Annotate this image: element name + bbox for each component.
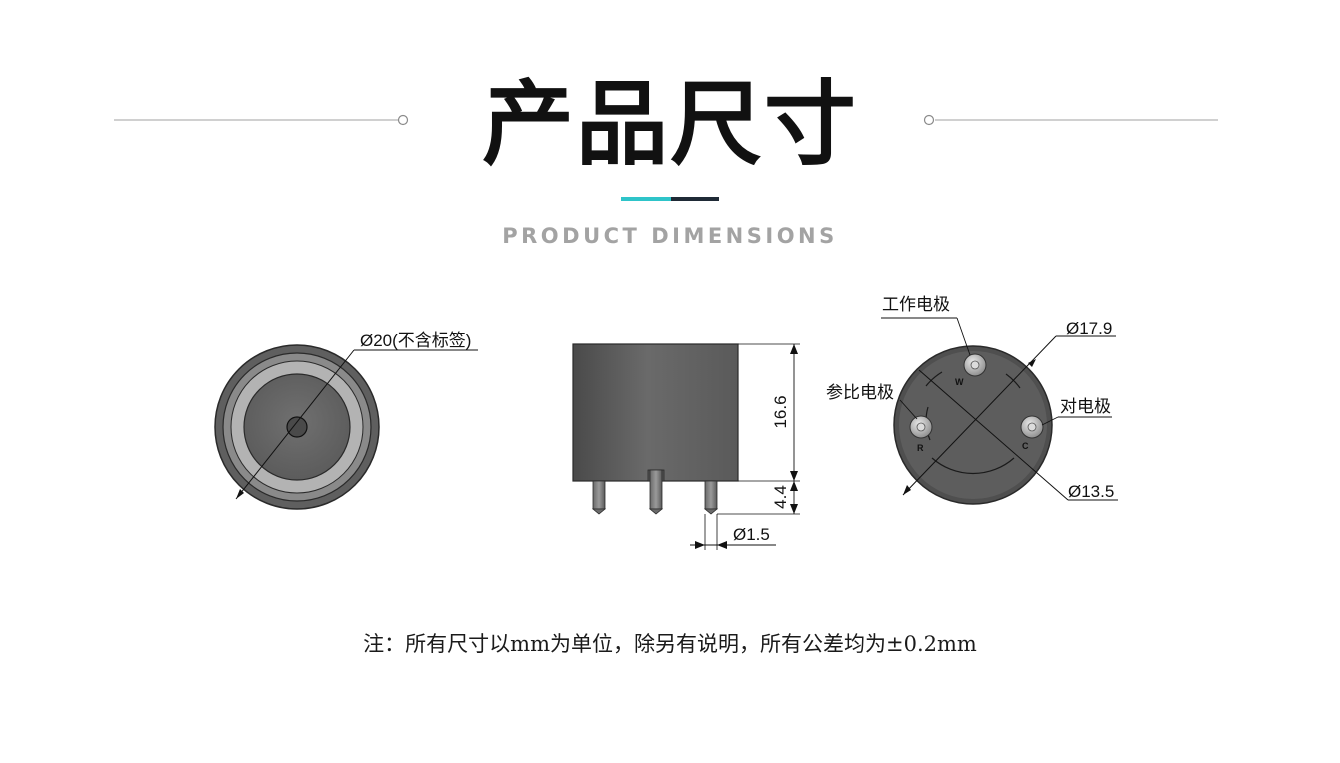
pin-w-label: W xyxy=(955,377,964,387)
tolerance-note: 注：所有尺寸以mm为单位，除另有说明，所有公差均为±0.2mm xyxy=(363,632,977,656)
right-divider-dot xyxy=(923,114,935,126)
header-decoration xyxy=(114,114,1218,201)
page-title: 产品尺寸 xyxy=(481,71,858,178)
outer-diameter-label: Ø17.9 xyxy=(1066,319,1112,338)
side-view xyxy=(572,343,800,550)
pin-length-dimension-label: 4.4 xyxy=(771,485,790,509)
pin-circle-diameter-label: Ø13.5 xyxy=(1068,482,1114,501)
accent-bar-teal xyxy=(621,197,671,201)
top-view-diameter-label: Ø20(不含标签) xyxy=(360,331,471,350)
accent-bar-dark xyxy=(671,197,719,201)
pin-diameter-label: Ø1.5 xyxy=(733,525,770,544)
top-view xyxy=(214,344,478,510)
page-subtitle: PRODUCT DIMENSIONS xyxy=(502,224,838,248)
reference-electrode-label: 参比电极 xyxy=(826,383,894,402)
pin-r-label: R xyxy=(917,443,924,453)
left-divider-dot xyxy=(397,114,409,126)
counter-electrode-label: 对电极 xyxy=(1060,397,1111,416)
height-dimension-label: 16.6 xyxy=(771,395,790,428)
bottom-view xyxy=(881,317,1118,505)
working-electrode-label: 工作电极 xyxy=(882,295,950,314)
pin-c-label: C xyxy=(1022,441,1029,451)
